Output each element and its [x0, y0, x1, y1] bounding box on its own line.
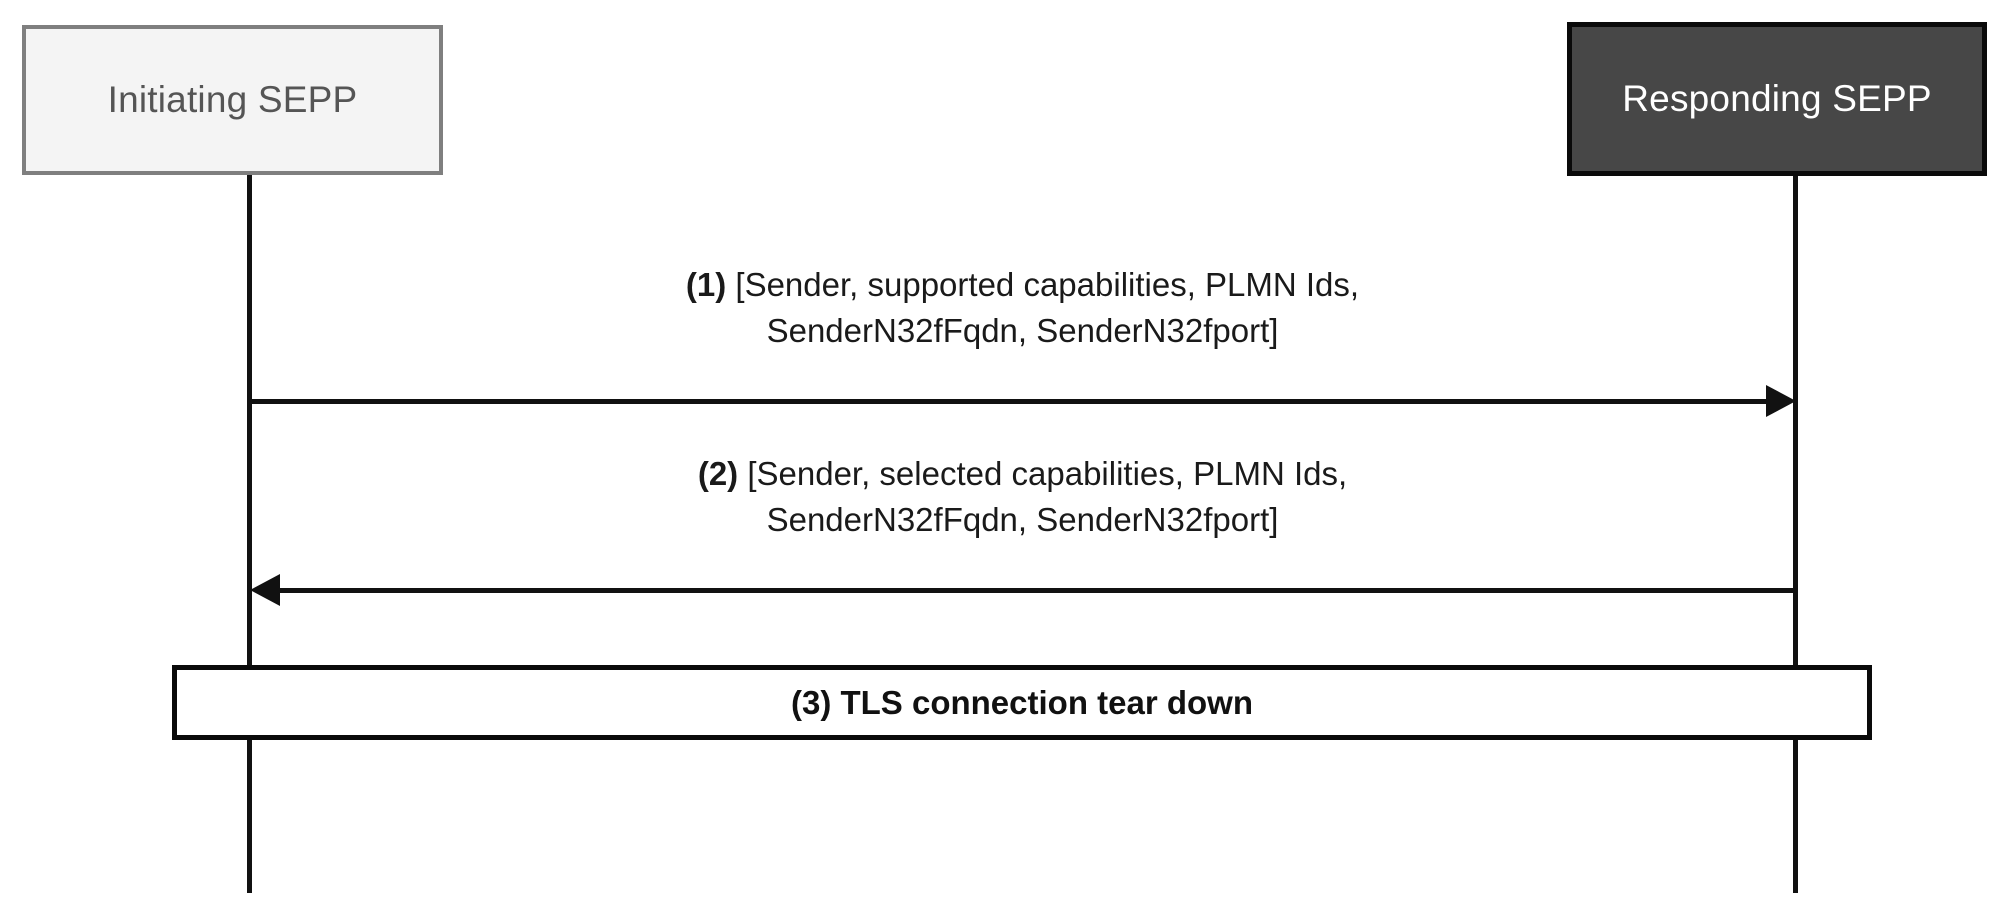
note-tls-connection-tear-down: (3) TLS connection tear down [172, 665, 1872, 740]
participant-responding-sepp: Responding SEPP [1567, 22, 1987, 176]
message-2-arrowhead-left-icon [250, 574, 280, 606]
participant-initiating-sepp: Initiating SEPP [22, 25, 443, 175]
message-2-label: (2) [Sender, selected capabilities, PLMN… [250, 451, 1795, 543]
note-tls-connection-tear-down-label: (3) TLS connection tear down [790, 683, 1254, 721]
message-1-arrowhead-right-icon [1766, 385, 1796, 417]
message-2-sequence-number: (2) [697, 455, 739, 492]
lifeline-responding-sepp [1793, 176, 1798, 893]
message-1-text: [Sender, supported capabilities, PLMN Id… [735, 266, 1360, 349]
lifeline-initiating-sepp [247, 175, 252, 893]
message-2-text: [Sender, selected capabilities, PLMN Ids… [747, 455, 1348, 538]
message-2-arrow-line [277, 588, 1795, 593]
message-1-sequence-number: (1) [685, 266, 727, 303]
participant-initiating-sepp-label: Initiating SEPP [107, 78, 358, 120]
participant-responding-sepp-label: Responding SEPP [1622, 77, 1932, 119]
message-1-label: (1) [Sender, supported capabilities, PLM… [250, 262, 1795, 354]
message-1-arrow-line [250, 399, 1778, 404]
